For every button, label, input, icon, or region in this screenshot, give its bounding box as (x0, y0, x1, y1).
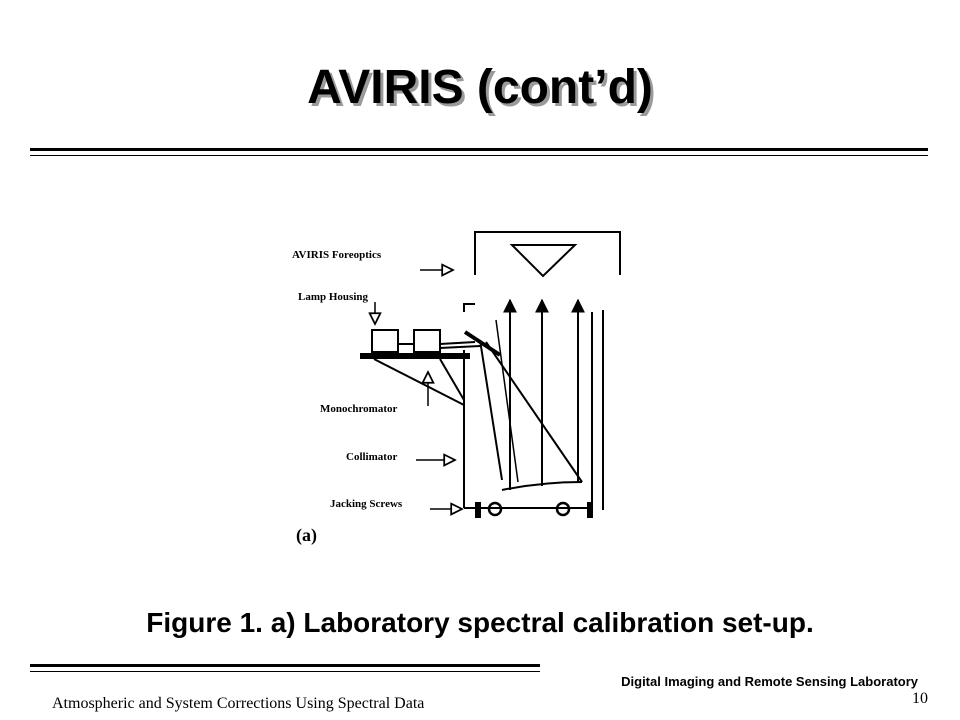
label-pointers (375, 270, 462, 509)
beam-paths (479, 298, 585, 491)
presentation-title: Atmospheric and System Corrections Using… (52, 695, 425, 712)
figure-caption: Figure 1. a) Laboratory spectral calibra… (146, 607, 814, 638)
title-divider-thin (30, 155, 928, 156)
lab-name: Digital Imaging and Remote Sensing Labor… (621, 674, 918, 689)
foreoptics-unit (474, 231, 621, 278)
label-foreoptics: AVIRIS Foreoptics (292, 249, 382, 261)
label-monochromator: Monochromator (320, 403, 398, 415)
slide-title: AVIRIS (cont’d) (307, 61, 653, 114)
calibration-housing (463, 303, 604, 510)
label-jacking-screws: Jacking Screws (330, 498, 403, 510)
label-lamp-housing: Lamp Housing (298, 291, 368, 303)
jacking-screws (475, 501, 593, 518)
lamp-and-monochromator (360, 329, 502, 406)
page-number: 10 (912, 690, 928, 707)
footer-divider-thick (30, 664, 540, 667)
title-divider-thick (30, 148, 928, 151)
panel-label: (a) (296, 525, 317, 546)
label-collimator: Collimator (346, 451, 397, 463)
calibration-setup-diagram: AVIRIS Foreoptics Lamp Housing Monochrom… (290, 220, 630, 555)
footer-divider-thin (30, 671, 540, 672)
